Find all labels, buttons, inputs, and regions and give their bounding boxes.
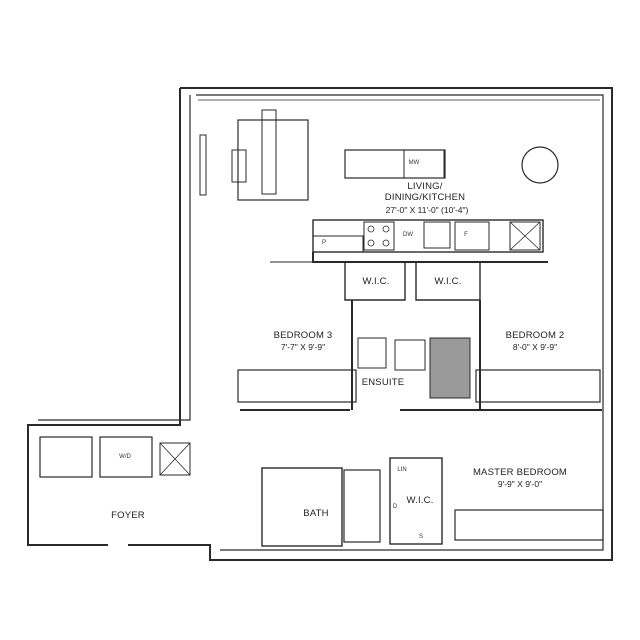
living-label-line1: LIVING/ — [407, 181, 443, 192]
fridge-label: F — [464, 232, 468, 238]
living-label-line2: DINING/KITCHEN — [384, 192, 466, 203]
room-label-wic-3: W.I.C. — [406, 495, 434, 506]
room-label-bath: BATH — [303, 508, 329, 519]
room-label-living: LIVING/ DINING/KITCHEN — [380, 181, 470, 203]
laundry-label: W/D — [119, 454, 131, 460]
room-label-bedroom2: BEDROOM 2 — [505, 330, 565, 341]
bedroom3-dimensions: 7'-7" X 9'-9" — [280, 342, 326, 352]
dryer-label: D — [392, 504, 398, 510]
room-label-master-bedroom: MASTER BEDROOM — [472, 467, 568, 478]
microwave-label: MW — [408, 160, 420, 166]
room-label-bedroom3: BEDROOM 3 — [273, 330, 333, 341]
linen-label: LIN — [397, 467, 407, 473]
shelf-label: S — [418, 534, 423, 540]
room-label-foyer: FOYER — [111, 510, 145, 521]
bedroom2-dimensions: 8'-0" X 9'-9" — [512, 342, 558, 352]
outer-wall-west — [27, 88, 181, 546]
outer-wall-east — [128, 87, 613, 561]
dishwasher-label: DW — [403, 232, 413, 238]
living-dimensions: 27'-0" X 11'-0" (10'-4") — [385, 205, 469, 215]
master-bedroom-dimensions: 9'-9" X 9'-0" — [497, 479, 543, 489]
room-label-wic-1: W.I.C. — [362, 276, 390, 287]
room-label-wic-2: W.I.C. — [434, 276, 462, 287]
pantry-label: P — [321, 240, 326, 246]
room-label-ensuite: ENSUITE — [361, 377, 405, 388]
